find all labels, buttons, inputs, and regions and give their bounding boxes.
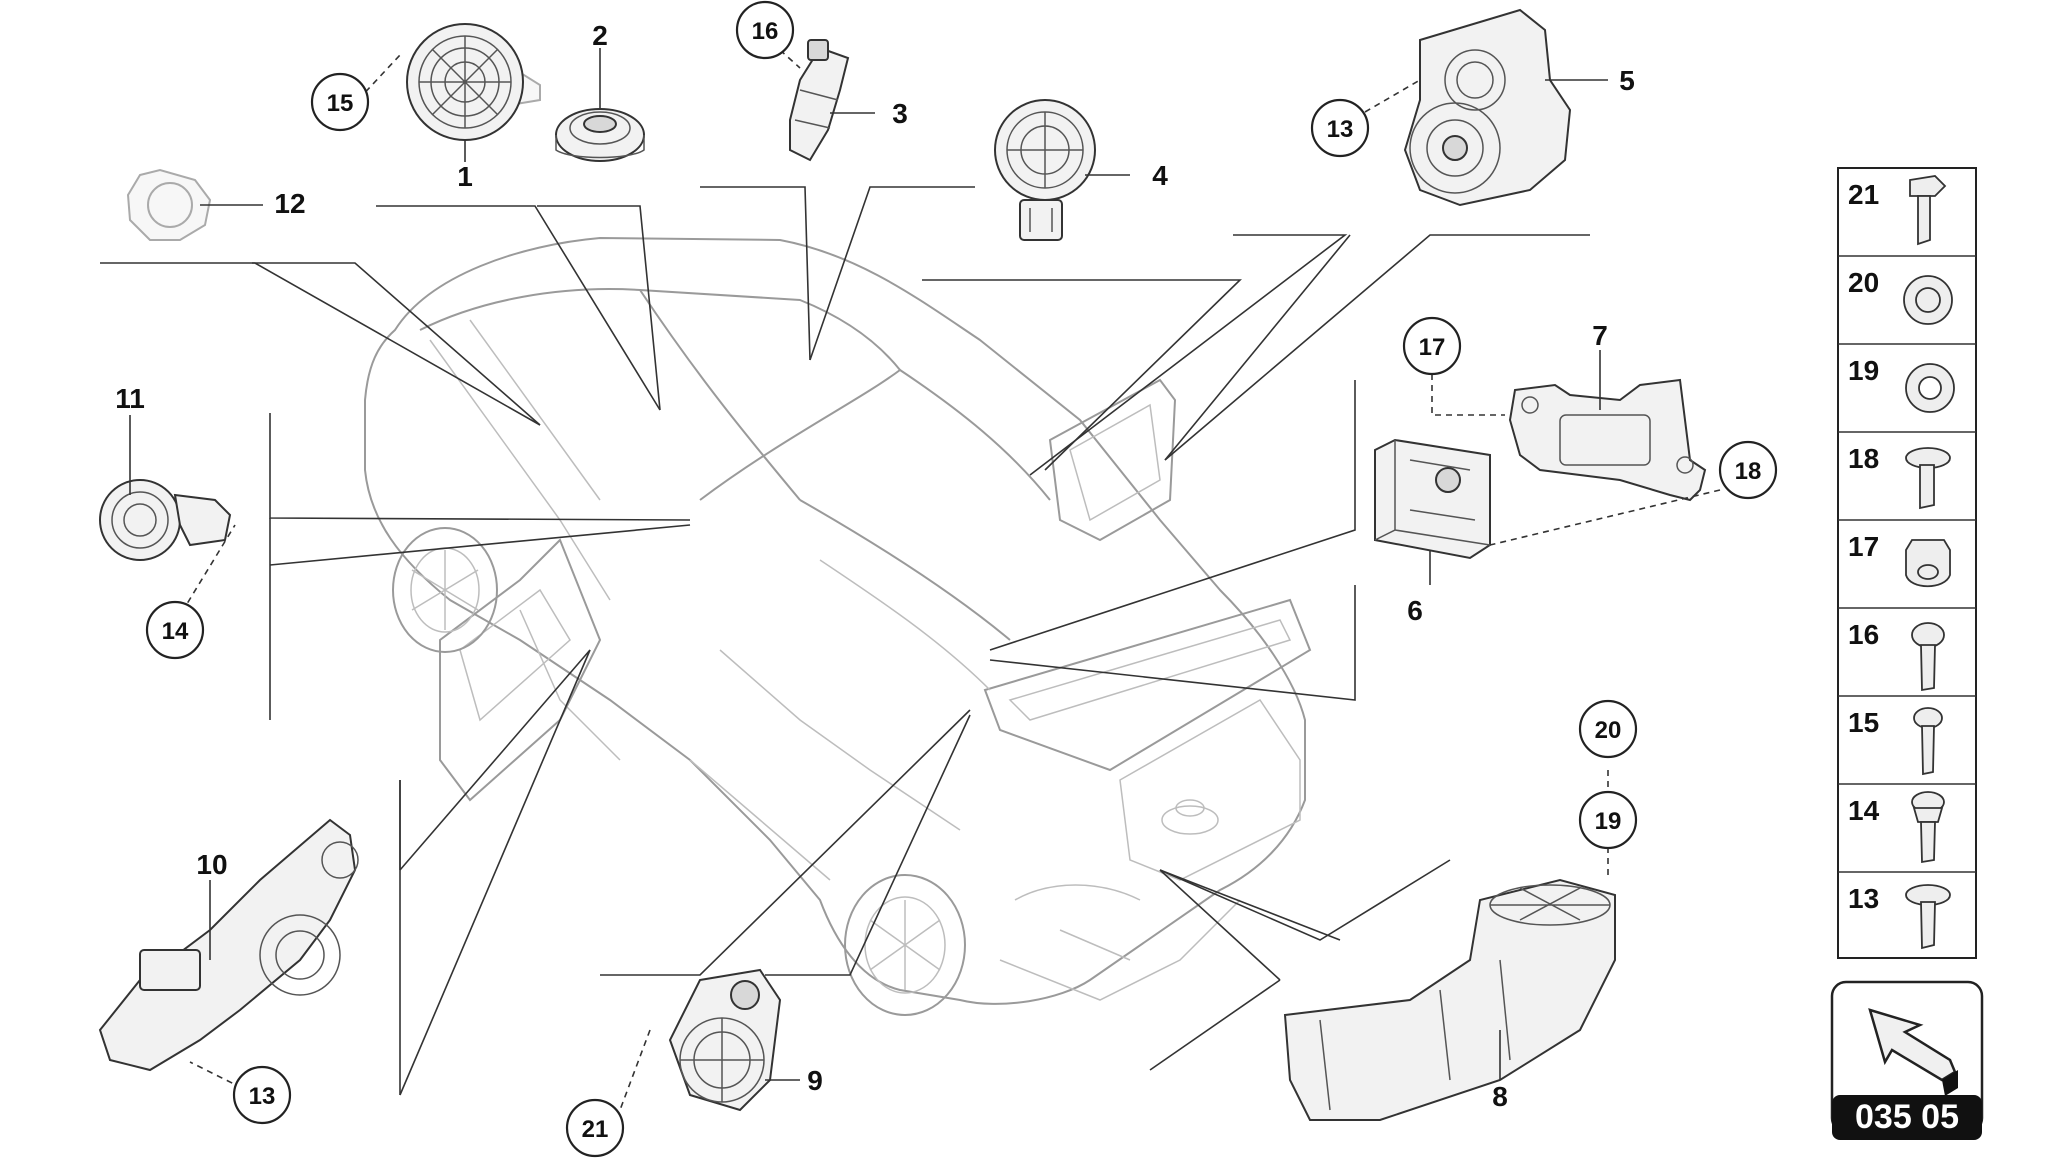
part-number-10: 10 [196,849,227,880]
part-number-3: 3 [892,98,908,129]
part-7-bracket [1508,378,1707,502]
part-number-9: 9 [807,1065,823,1096]
legend-number-20: 20 [1848,267,1879,298]
flange-nut-icon [1903,275,1953,325]
reference-box: 035 05 [1830,980,1984,1140]
part-1-speaker [406,23,541,141]
part-number-8: 8 [1492,1081,1508,1112]
washer-screw-icon [1905,884,1951,950]
part-8-subwoofer-box [1283,878,1616,1121]
legend-number-15: 15 [1848,707,1879,738]
legend-number-21: 21 [1848,179,1879,210]
legend-number-13: 13 [1848,883,1879,914]
part-numbers: 1 2 3 4 5 6 7 8 9 10 11 12 [115,20,1635,1112]
part-11-speaker [99,479,232,561]
legend-number-18: 18 [1848,443,1879,474]
legend-number-17: 17 [1848,531,1879,562]
callout-13-top: 13 [1327,116,1354,143]
callout-18: 18 [1735,458,1762,485]
fastener-legend: 21 20 19 18 17 16 [1837,167,1977,959]
part-12-speaker [126,168,212,241]
callout-14: 14 [162,618,189,645]
torx-screw-icon [1911,622,1945,692]
callout-13-bottom: 13 [249,1083,276,1110]
part-number-1: 1 [457,161,473,192]
legend-number-19: 19 [1848,355,1879,386]
part-4-speaker [994,99,1096,241]
callout-21: 21 [582,1116,609,1143]
part-number-7: 7 [1592,320,1608,351]
callout-17: 17 [1419,334,1446,361]
part-3-sensor [789,39,850,162]
cap-nut-icon [1905,539,1951,588]
pan-screw-icon [1913,707,1943,776]
part-leaders [129,48,1608,1081]
part-9-speaker [668,968,782,1112]
circled-callouts: 15 16 13 17 18 14 13 21 20 19 [145,0,1778,1158]
callout-19: 19 [1595,808,1622,835]
part-number-5: 5 [1619,65,1635,96]
flange-bolt-icon [1905,447,1951,510]
reference-code: 035 05 [1855,1098,1959,1136]
washer-icon [1905,363,1955,413]
part-number-12: 12 [274,188,305,219]
hex-bolt-icon [1909,175,1947,246]
vehicle-illustration [364,236,1312,1016]
direction-arrow-icon [1868,1008,1958,1096]
callout-20: 20 [1595,717,1622,744]
part-number-2: 2 [592,20,608,51]
legend-number-16: 16 [1848,619,1879,650]
part-5-door-module [1403,8,1572,207]
part-number-11: 11 [115,383,145,414]
collar-screw-icon [1911,791,1945,864]
part-6-amplifier [1374,438,1491,560]
callout-16: 16 [752,18,779,45]
callout-15: 15 [327,90,354,117]
part-number-6: 6 [1407,595,1423,626]
leader-lines [100,186,1590,1096]
part-10-door-module [98,818,359,1072]
part-number-4: 4 [1152,160,1168,191]
part-2-tweeter [555,108,645,162]
legend-number-14: 14 [1848,795,1880,826]
